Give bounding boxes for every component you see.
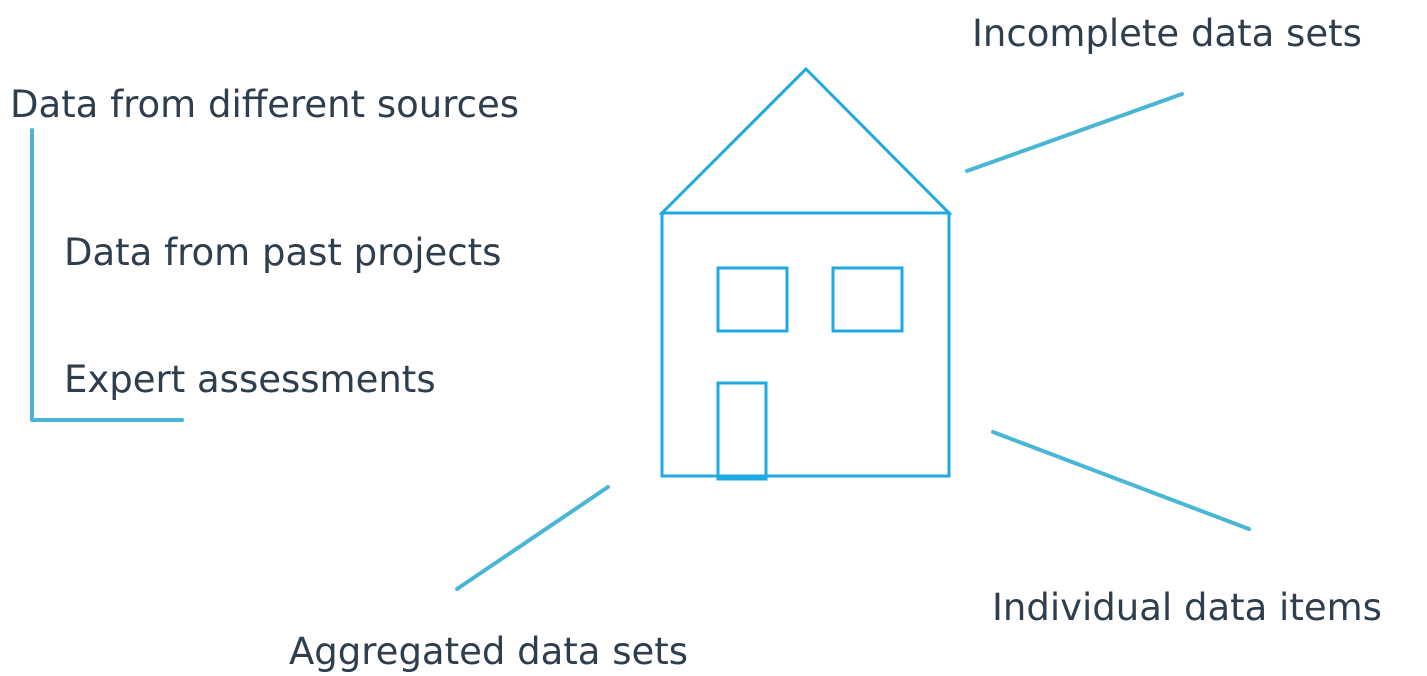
label-individual-data-items: Individual data items [992, 586, 1382, 629]
connector-individual [991, 430, 1251, 531]
sources-bracket [30, 128, 184, 422]
label-aggregated-data-sets: Aggregated data sets [289, 630, 689, 673]
connector-incomplete [965, 92, 1184, 173]
label-data-from-past-projects: Data from past projects [64, 231, 502, 274]
house-window-right [831, 266, 904, 333]
label-incomplete-data-sets: Incomplete data sets [972, 12, 1362, 55]
label-expert-assessments: Expert assessments [64, 358, 436, 401]
label-data-from-different-sources: Data from different sources [10, 83, 520, 126]
house-icon [658, 66, 953, 481]
house-body [660, 211, 951, 478]
house-window-left [716, 266, 789, 333]
connector-aggregated [455, 485, 610, 591]
house-roof [658, 66, 953, 215]
house-door [716, 381, 768, 481]
